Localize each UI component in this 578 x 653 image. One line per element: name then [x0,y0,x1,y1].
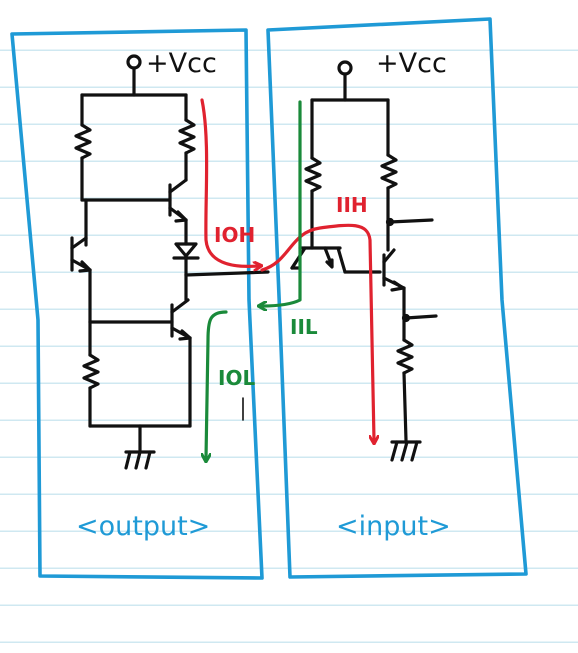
transistor-phase-splitter [70,198,92,324]
iil-current-arrow [262,100,302,306]
transistor-input [290,230,382,274]
input-caption: <input> [336,511,451,542]
iol-label: IOL [218,366,255,390]
resistor-r3 [82,320,100,428]
resistor-r1 [74,93,92,202]
resistor-r4 [304,98,322,234]
resistor-r5 [380,98,398,252]
vcc-terminal-output [126,54,142,70]
diode [172,242,200,277]
resistor-r2 [178,93,196,182]
output-block-border [10,28,264,580]
transistor-pullup [80,178,188,246]
iil-label: IIL [290,315,318,339]
input-block-border [266,17,528,579]
ground-symbol-input [390,440,422,462]
iih-current-arrow [260,223,374,440]
resistor-r6 [396,338,414,442]
output-stage-circuit [70,54,270,470]
iol-current-arrow [206,310,228,458]
ground-symbol-output [124,424,156,470]
output-caption: <output> [76,511,210,542]
input-stage-circuit [290,60,438,462]
input-vcc-label: +Vcc [376,48,447,79]
ioh-label: IOH [214,223,255,247]
output-node-wire [184,270,270,277]
transistor-input-second [382,248,406,342]
output-vcc-label: +Vcc [146,48,217,79]
iih-label: IIH [336,193,368,217]
ioh-current-arrow [200,98,258,266]
transistor-pulldown [88,273,192,428]
vcc-terminal-input [337,60,353,76]
